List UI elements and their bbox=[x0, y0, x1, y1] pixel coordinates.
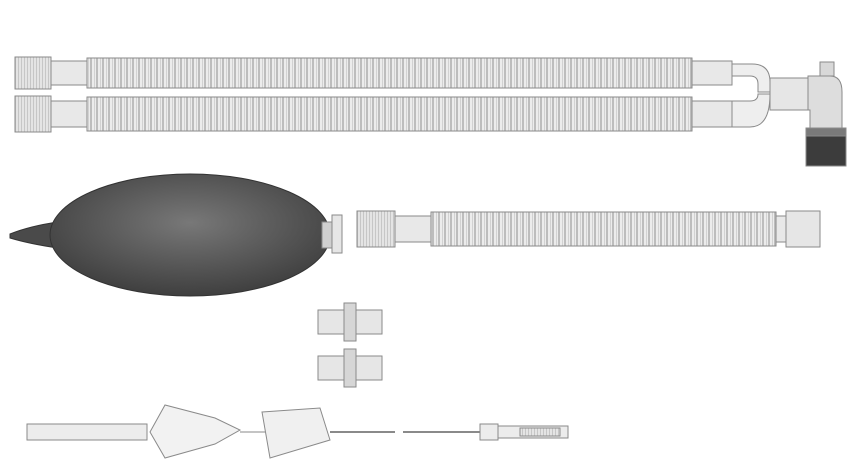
lower-limb-corrugation bbox=[86, 96, 693, 132]
lower-limb-connector bbox=[50, 100, 88, 128]
straight-connector bbox=[317, 302, 383, 342]
catheter-mount-band bbox=[805, 127, 847, 137]
dual-limb-corrugated-tubing bbox=[14, 56, 771, 133]
bag-body bbox=[49, 173, 331, 297]
sampling-wings bbox=[149, 404, 242, 459]
single-tube-corrugation bbox=[430, 211, 777, 247]
upper-limb-connector bbox=[50, 60, 88, 86]
straight-connector bbox=[317, 348, 383, 388]
bag-neck-cuff bbox=[331, 214, 343, 254]
upper-limb-elbow bbox=[731, 63, 771, 93]
single-tube-end-cuff bbox=[356, 210, 396, 248]
upper-limb-end-cuff bbox=[14, 56, 52, 90]
gas-sampling-line bbox=[26, 404, 569, 459]
y-piece-elbow-connector bbox=[769, 61, 847, 167]
lower-limb-elbow bbox=[731, 93, 771, 128]
single-tube-connector-right bbox=[775, 215, 787, 243]
upper-limb-cuff bbox=[691, 60, 733, 86]
sampling-connector bbox=[26, 423, 148, 441]
single-tube-connector bbox=[394, 215, 432, 243]
single-corrugated-tube bbox=[356, 210, 821, 248]
breathing-bag bbox=[9, 173, 343, 297]
bag-neck bbox=[321, 221, 333, 249]
single-tube-end-cuff-right bbox=[785, 210, 821, 248]
upper-limb-corrugation bbox=[86, 57, 693, 89]
sampling-port-cap bbox=[819, 61, 835, 77]
lower-limb-cuff bbox=[691, 100, 733, 128]
water-trap bbox=[261, 407, 331, 459]
y-piece-body bbox=[769, 77, 809, 111]
luer-connector bbox=[479, 423, 499, 441]
elbow bbox=[807, 75, 843, 131]
lower-limb-end-cuff bbox=[14, 95, 52, 133]
